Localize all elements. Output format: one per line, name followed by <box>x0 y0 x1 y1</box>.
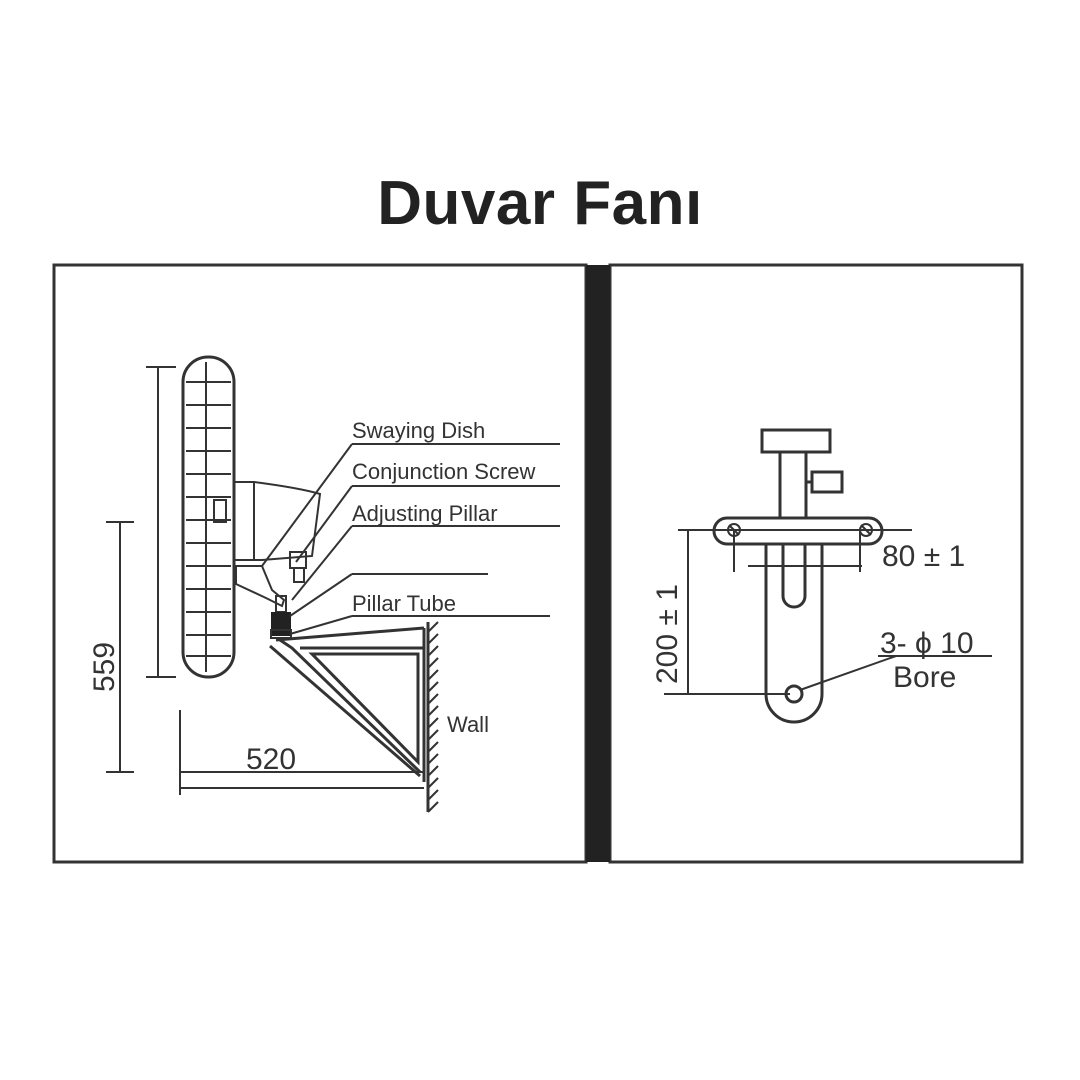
right-dimension-lines <box>664 529 992 695</box>
dimension-bore-count: 3- ϕ 10 <box>880 627 974 660</box>
dimension-hole-spacing: 80 ± 1 <box>882 540 965 573</box>
mounting-bracket-view <box>712 428 884 724</box>
grille-ribs <box>186 381 231 657</box>
leader-lines <box>261 443 560 635</box>
label-bore: Bore <box>893 661 956 694</box>
fan-side-view <box>181 355 439 813</box>
label-conjunction-screw: Conjunction Screw <box>352 459 536 484</box>
bracket-slot <box>781 544 807 609</box>
label-wall: Wall <box>447 712 489 737</box>
wall-bracket <box>269 626 426 782</box>
dimension-height-559: 559 <box>88 642 121 692</box>
motor-housing <box>233 481 322 561</box>
label-swaying-dish: Swaying Dish <box>352 418 485 443</box>
wall-hatching <box>427 621 439 813</box>
bracket-holes <box>727 523 873 704</box>
label-pillar-tube: Pillar Tube <box>352 591 456 616</box>
dimension-height-200: 200 ± 1 <box>651 584 684 684</box>
pillar-tube-part <box>271 612 291 636</box>
label-adjusting-pillar: Adjusting Pillar <box>352 501 498 526</box>
left-dimension-lines <box>106 366 424 795</box>
dimension-depth-520: 520 <box>246 743 296 776</box>
diagram-title: Duvar Fanı <box>377 169 703 238</box>
bracket-plate <box>764 544 824 724</box>
panel-divider <box>586 265 610 862</box>
hub <box>213 499 227 523</box>
